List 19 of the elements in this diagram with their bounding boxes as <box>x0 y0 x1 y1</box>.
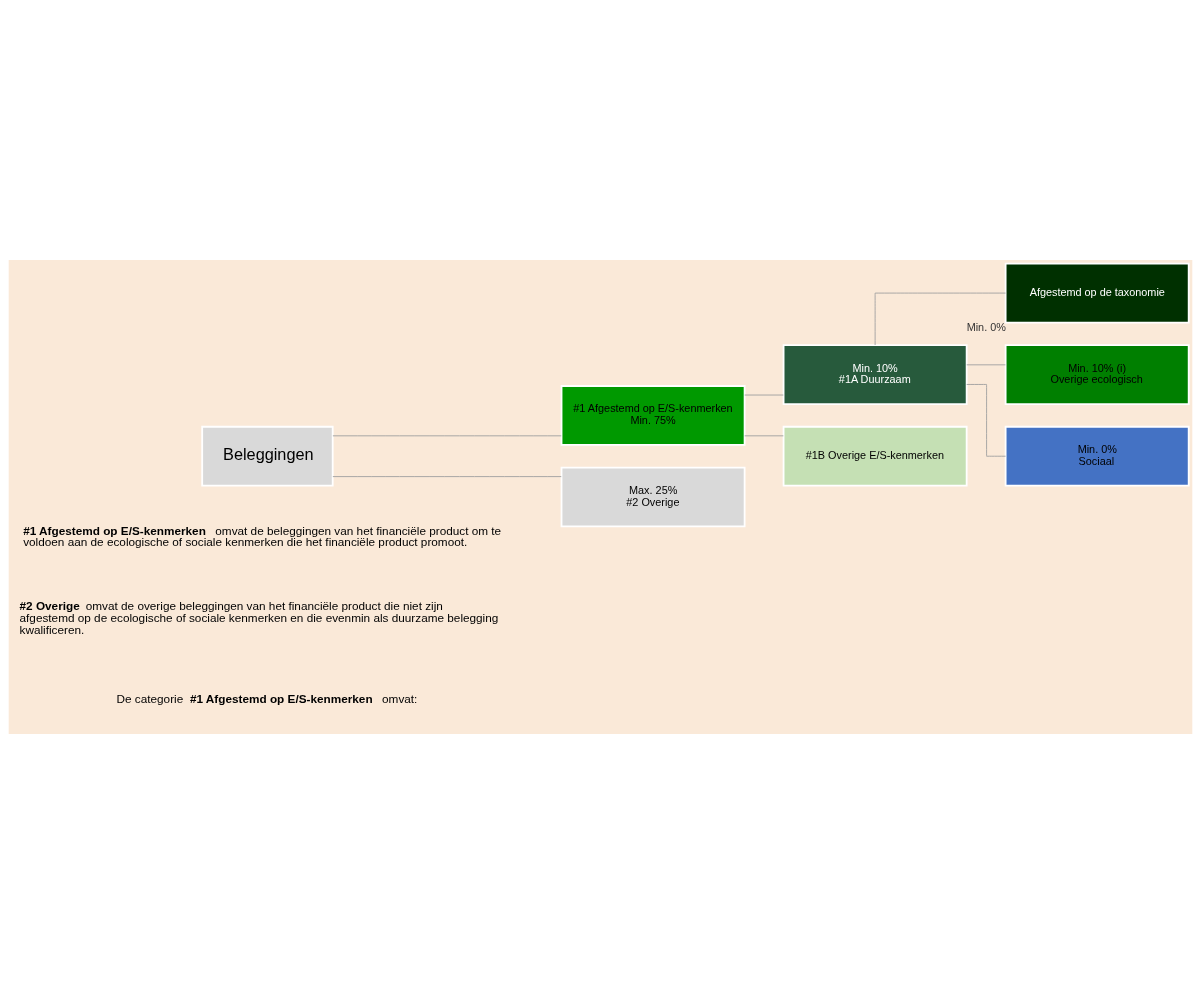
connector <box>966 384 1007 457</box>
label: De categorie #1 Afgestemd op E/S-kenmerken omvat: <box>116 692 418 706</box>
connector <box>874 292 1006 346</box>
node-box: Afgestemd op de taxonomie <box>1004 262 1190 324</box>
label: #1 Afgestemd op E/S-kenmerken omvat de beleggingen van het financiële product om te voldoen aan de ecologische of sociale kenmerken die het financiële product promoot. <box>23 523 502 549</box>
node-box: Min. 10% #1A Duurzaam <box>782 344 968 405</box>
node-box: #1 Afgestemd op E/S-kenmerken Min. 75% <box>560 385 746 446</box>
node-box: Max. 25% #2 Overige <box>560 466 746 528</box>
node-box: Min. 10% (i) Overige ecologisch <box>1004 344 1190 405</box>
node-box: Min. 0% Sociaal <box>1004 425 1190 487</box>
connector <box>332 476 562 478</box>
node-label: Min. 0% <box>966 321 1006 334</box>
node-box: Beleggingen <box>201 425 334 487</box>
connector <box>332 435 562 437</box>
connector <box>744 435 784 437</box>
node-box: #1B Overige E/S-kenmerken <box>782 425 968 487</box>
label: #2 Overige omvat de overige beleggingen van het financiële product die niet zijn afgestemd op de ecologische of sociale kenmerken en die evenmin als duurzame belegging kwalificeren. <box>19 599 499 636</box>
connector <box>966 364 1006 366</box>
connector <box>744 394 784 396</box>
